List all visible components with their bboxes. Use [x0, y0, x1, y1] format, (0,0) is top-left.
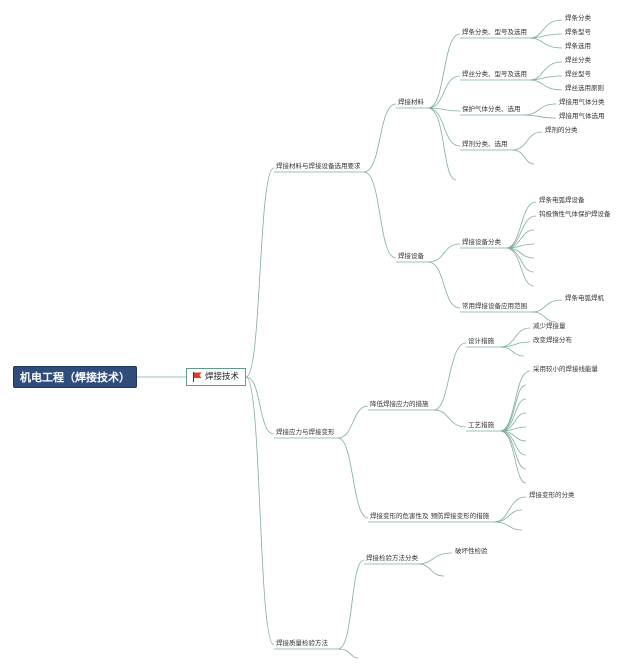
node-flux[interactable]: 焊剂分类、选用	[462, 140, 508, 148]
leaf-rod-2[interactable]: 焊条型号	[565, 28, 591, 36]
node-materials-equipment[interactable]: 焊接材料与焊接设备选用要求	[276, 162, 361, 170]
node-equipment-application[interactable]: 常用焊接设备应用范围	[462, 302, 527, 310]
leaf-rod-3[interactable]: 焊条选用	[565, 42, 591, 50]
node-process-measures[interactable]: 工艺措施	[468, 421, 494, 429]
leaf-gas-1[interactable]: 焊接用气体分类	[559, 98, 605, 106]
node-stress-deformation[interactable]: 焊接应力与焊接变形	[276, 428, 335, 436]
root-node[interactable]: 机电工程（焊接技术）	[13, 366, 137, 388]
node-design-measures[interactable]: 设计措施	[468, 337, 494, 345]
leaf-wire-2[interactable]: 焊丝型号	[565, 70, 591, 78]
node-welding-materials[interactable]: 焊接材料	[398, 98, 424, 106]
node-gas[interactable]: 保护气体分类、选用	[462, 105, 521, 113]
node-equipment-class[interactable]: 焊接设备分类	[462, 238, 501, 246]
leaf-equip-class-1[interactable]: 焊条电弧焊设备	[539, 196, 585, 204]
leaf-deform-1[interactable]: 焊接变形的分类	[529, 491, 575, 499]
leaf-rod-1[interactable]: 焊条分类	[565, 14, 591, 22]
node-inspection-class[interactable]: 焊接检验方法分类	[366, 554, 418, 562]
node-rod[interactable]: 焊条分类、型号及选用	[462, 28, 527, 36]
node-wire[interactable]: 焊丝分类、型号及选用	[462, 70, 527, 78]
leaf-equip-app-1[interactable]: 焊条电弧焊机	[565, 294, 604, 302]
node-quality-inspection[interactable]: 焊接质量检验方法	[276, 639, 328, 647]
red-flag-icon	[193, 372, 202, 382]
node-reduce-stress[interactable]: 降低焊接应力的措施	[370, 400, 429, 408]
leaf-wire-1[interactable]: 焊丝分类	[565, 56, 591, 64]
main-topic-label: 焊接技术	[205, 372, 240, 382]
leaf-process-1[interactable]: 采用较小的焊接线能量	[533, 365, 598, 373]
leaf-inspection-1[interactable]: 破坏性检验	[455, 547, 488, 555]
leaf-design-2[interactable]: 改变焊接分布	[533, 336, 572, 344]
leaf-flux-1[interactable]: 焊剂的分类	[545, 126, 578, 134]
node-welding-equipment[interactable]: 焊接设备	[398, 252, 424, 260]
leaf-gas-2[interactable]: 焊接用气体选用	[559, 112, 605, 120]
leaf-wire-3[interactable]: 焊丝选用原则	[565, 84, 604, 92]
leaf-design-1[interactable]: 减少焊接量	[533, 322, 566, 330]
main-topic-node[interactable]: 焊接技术	[186, 368, 246, 386]
mindmap-connectors	[137, 19, 563, 659]
node-deformation-prevention[interactable]: 焊接变形的危害性及 预防焊接变形的措施	[370, 512, 490, 520]
leaf-equip-class-2[interactable]: 钨极惰性气体保护焊设备	[539, 210, 611, 218]
